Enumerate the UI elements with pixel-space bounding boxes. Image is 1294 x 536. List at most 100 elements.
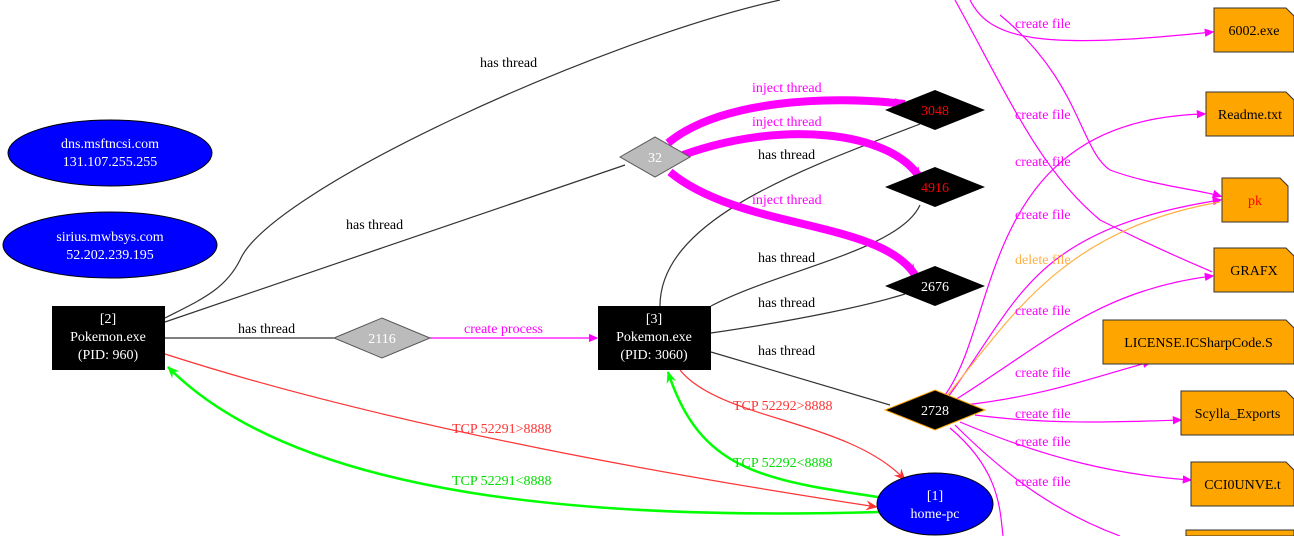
thread-node-2116[interactable]: 2116	[332, 317, 432, 359]
thread-node-32[interactable]: 32	[618, 136, 692, 178]
file-shape	[1180, 390, 1294, 436]
edge-has-thread	[710, 293, 906, 334]
node-label: pk	[1248, 194, 1262, 209]
node-label: GRAFX	[1230, 264, 1277, 279]
edge-label: create file	[1015, 475, 1071, 490]
file-node[interactable]: 6002.exe	[1213, 7, 1294, 53]
node-label: [3]	[646, 312, 662, 327]
node-label: 52.202.239.195	[66, 248, 154, 263]
edge-create-file	[974, 414, 1183, 425]
node-label: sirius.mwbsys.com	[56, 230, 163, 245]
edge-create-file	[954, 0, 1213, 273]
edge-inject-thread	[681, 130, 924, 181]
file-node[interactable]: CCI0UNVE.t	[1190, 461, 1294, 507]
edge-label: TCP 52291<8888	[452, 474, 552, 489]
host-node-home-pc[interactable]: [1] home-pc	[876, 472, 994, 536]
edge-label: inject thread	[752, 115, 822, 130]
edge-has-thread	[710, 351, 891, 406]
edge-label: create file	[1015, 435, 1071, 450]
node-label: 6002.exe	[1229, 24, 1280, 39]
file-shape	[1205, 91, 1294, 137]
node-label: home-pc	[911, 507, 960, 522]
process-node-3060[interactable]: [3] Pokemon.exe (PID: 3060)	[598, 306, 711, 370]
node-label: 4916	[921, 181, 949, 196]
file-node[interactable]: Scylla_Exports	[1180, 390, 1294, 436]
node-label: dns.msftncsi.com	[61, 137, 159, 152]
edge-label: inject thread	[752, 81, 822, 96]
node-label: LICENSE.ICSharpCode.S	[1124, 336, 1273, 351]
edge-label: has thread	[758, 344, 815, 359]
node-label: 2116	[368, 332, 395, 347]
node-label: Pokemon.exe	[70, 330, 146, 345]
edge-label: create file	[1015, 155, 1071, 170]
node-label: 2728	[921, 404, 949, 419]
edge-inject-thread	[665, 96, 906, 147]
host-node-dns[interactable]: dns.msftncsi.com 131.107.255.255	[7, 119, 213, 187]
edge-label: inject thread	[752, 193, 822, 208]
node-label: [1]	[927, 489, 943, 504]
node-label: 32	[648, 151, 662, 166]
process-node-960[interactable]: [2] Pokemon.exe (PID: 960)	[52, 306, 165, 370]
node-label: CCI0UNVE.t	[1204, 478, 1281, 493]
edge-create-file	[954, 272, 1215, 401]
edge-label: create file	[1015, 366, 1071, 381]
edge-create-file	[949, 427, 1004, 536]
node-label: Readme.txt	[1218, 108, 1282, 123]
file-shape	[1213, 7, 1294, 53]
edge-create-file	[959, 421, 1193, 484]
node-label: Scylla_Exports	[1195, 407, 1281, 422]
edge-label: has thread	[758, 251, 815, 266]
edge-label: create file	[1015, 17, 1071, 32]
node-label: 131.107.255.255	[63, 155, 158, 170]
edge-label: delete file	[1015, 253, 1071, 268]
thread-node-2676[interactable]: 2676	[885, 266, 985, 306]
file-node[interactable]: Readme.txt	[1205, 91, 1294, 137]
edge-label: create file	[1015, 108, 1071, 123]
file-node[interactable]: pk	[1221, 177, 1289, 223]
edge-create-file	[964, 359, 1153, 406]
edge-create-file	[954, 424, 1121, 536]
node-label: Pokemon.exe	[616, 330, 692, 345]
file-node[interactable]: LICENSE.ICSharpCode.S	[1102, 319, 1294, 365]
node-label: 3048	[921, 104, 949, 119]
node-label: (PID: 960)	[78, 348, 139, 363]
file-node[interactable]	[1185, 529, 1294, 536]
node-label: [2]	[100, 312, 116, 327]
edge-label: has thread	[346, 218, 403, 233]
edge-has-thread	[164, 0, 781, 319]
edge-create-file	[969, 0, 1215, 42]
edge-create-file	[999, 14, 1223, 198]
file-shape	[1190, 461, 1294, 507]
edge-create-file	[944, 110, 1207, 396]
edge-label: TCP 52292>8888	[733, 399, 833, 414]
edge-label: has thread	[238, 322, 295, 337]
file-shape	[1102, 319, 1294, 365]
edge-label: has thread	[758, 148, 815, 163]
edge-tcp-in	[666, 371, 886, 500]
thread-node-4916[interactable]: 4916	[885, 167, 985, 207]
node-label: (PID: 3060)	[620, 348, 688, 363]
edge-tcp-in	[167, 366, 881, 515]
node-label: 2676	[921, 280, 949, 295]
edge-label: TCP 52291>8888	[452, 422, 552, 437]
file-shape	[1185, 529, 1294, 536]
edge-label: TCP 52292<8888	[733, 456, 833, 471]
host-node-sirius[interactable]: sirius.mwbsys.com 52.202.239.195	[2, 211, 218, 279]
edge-tcp-out	[164, 353, 878, 511]
file-shape	[1221, 177, 1289, 223]
edge-create-file	[947, 196, 1223, 398]
file-node[interactable]: GRAFX	[1213, 247, 1294, 293]
thread-node-3048[interactable]: 3048	[885, 90, 985, 130]
edge-label: create file	[1015, 208, 1071, 223]
edge-label: create process	[464, 322, 543, 337]
edge-label: has thread	[480, 56, 537, 71]
edge-inject-thread	[667, 168, 919, 278]
edge-label: create file	[1015, 407, 1071, 422]
edge-has-thread	[164, 164, 626, 323]
edge-tcp-out	[679, 369, 906, 481]
file-shape	[1213, 247, 1294, 293]
edge-has-thread	[710, 204, 921, 307]
thread-node-2728[interactable]: 2728	[883, 389, 987, 431]
edge-delete-file	[944, 201, 1221, 399]
